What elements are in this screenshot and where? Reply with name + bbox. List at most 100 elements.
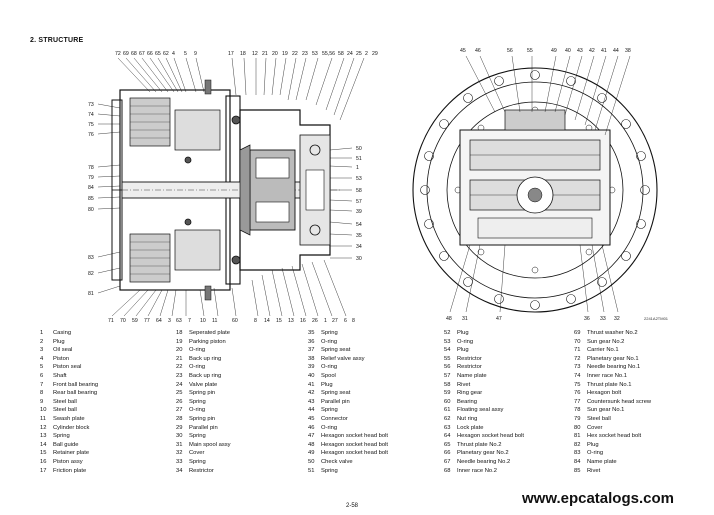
part-number: 7	[40, 381, 44, 388]
part-number: 77	[574, 398, 581, 405]
callout-14: 14	[264, 318, 270, 324]
part-name: Plug	[53, 338, 65, 345]
callout-74: 74	[88, 112, 94, 118]
callout-84: 84	[88, 185, 94, 191]
part-name: Parking piston	[189, 338, 226, 345]
part-number: 16	[40, 458, 47, 465]
part-number: 76	[574, 390, 581, 397]
callout-34: 34	[356, 244, 362, 250]
part-name: Shaft	[53, 372, 67, 379]
callout-33: 33	[600, 316, 606, 322]
part-name: Spring pin	[189, 390, 216, 397]
part-number: 13	[40, 433, 47, 440]
part-name: Relief valve assy	[321, 355, 365, 362]
callout-18: 18	[240, 51, 246, 57]
part-number: 3	[40, 347, 44, 354]
right-bottom-callouts: 48 31 47 36 33 32	[446, 316, 620, 322]
part-number: 37	[308, 347, 315, 354]
callout-5: 5	[184, 51, 187, 57]
callout-24: 24	[347, 51, 353, 57]
part-name: Front ball bearing	[53, 381, 99, 388]
part-name: Countersunk head screw	[587, 398, 652, 405]
part-number: 71	[574, 347, 581, 354]
callout-20: 20	[272, 51, 278, 57]
callout-15: 15	[276, 318, 282, 324]
part-number: 83	[574, 450, 581, 457]
part-name: Restrictor	[457, 364, 482, 371]
part-number: 19	[176, 338, 183, 345]
part-number: 58	[444, 381, 451, 388]
part-name: O-ring	[321, 338, 338, 345]
callout-45: 45	[460, 48, 466, 54]
callout-19: 19	[282, 51, 288, 57]
part-number: 28	[176, 415, 183, 422]
part-name: Plug	[321, 381, 333, 388]
part-name: Name plate	[457, 372, 487, 379]
part-name: Restrictor	[457, 355, 482, 362]
part-number: 61	[444, 407, 451, 414]
part-name: Piston assy	[53, 458, 83, 465]
part-name: Plug	[457, 347, 469, 354]
callout-50: 50	[356, 146, 362, 152]
callout-47: 47	[496, 316, 502, 322]
part-name: O-ring	[587, 450, 604, 457]
callout-1b: 1	[324, 318, 327, 324]
part-number: 56	[444, 364, 451, 371]
part-name: Restrictor	[189, 467, 214, 474]
part-name: Cover	[189, 450, 205, 457]
part-number: 38	[308, 355, 315, 362]
part-name: Planetary gear No.2	[457, 450, 509, 457]
callout-25: 25	[356, 51, 362, 57]
sectional-view	[97, 57, 365, 317]
part-number: 12	[40, 424, 47, 431]
part-number: 26	[176, 398, 183, 405]
legend-item: 19 Parking piston	[176, 338, 231, 347]
part-number: 57	[444, 372, 451, 379]
callout-35: 35	[356, 233, 362, 239]
callout-21: 21	[262, 51, 268, 57]
part-number: 68	[444, 467, 451, 474]
part-number: 50	[308, 458, 315, 465]
part-number: 17	[40, 467, 47, 474]
part-number: 73	[574, 364, 581, 371]
callout-1: 1	[356, 165, 359, 171]
part-number: 54	[444, 347, 451, 354]
part-name: Hexagon bolt	[587, 390, 622, 397]
right-top-callouts: 45 46 56 55 49 40 43 42 41 44 38	[460, 48, 631, 54]
legend-item: 56 Restrictor	[444, 363, 524, 372]
part-number: 40	[308, 372, 315, 379]
legend-item: 57 Name plate	[444, 372, 524, 381]
part-name: Piston seal	[53, 364, 82, 371]
callout-2: 2	[365, 51, 368, 57]
part-number: 66	[444, 450, 451, 457]
part-number: 1	[40, 330, 44, 336]
callout-9: 9	[194, 51, 197, 57]
